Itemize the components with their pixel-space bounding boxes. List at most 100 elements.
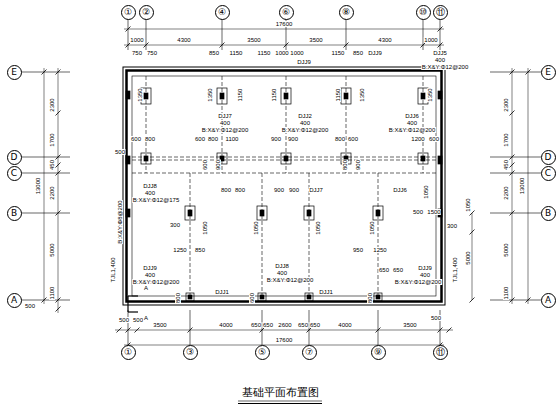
axis-number: ⑥ bbox=[282, 8, 290, 17]
dimension-text: 17600 bbox=[275, 337, 293, 343]
axis-number: E bbox=[545, 68, 551, 77]
dimension-text: 1150 bbox=[257, 50, 271, 56]
axis-number: ② bbox=[142, 8, 150, 17]
footing-shape bbox=[344, 93, 348, 99]
dimension-text: 900 bbox=[273, 187, 284, 193]
footing-shape bbox=[421, 93, 425, 99]
dimension-text: 900 bbox=[215, 159, 221, 170]
dimension-text: 650 bbox=[250, 322, 261, 328]
title-underline bbox=[238, 401, 322, 404]
axis-number: ⑨ bbox=[374, 348, 382, 357]
dimension-text: 1000 bbox=[290, 50, 304, 56]
dimension-text: 1100 bbox=[49, 286, 55, 300]
axis-number: ⑤ bbox=[258, 348, 266, 357]
axis-number: C bbox=[11, 169, 17, 178]
dimension-text: 600 bbox=[347, 136, 358, 142]
dimension-text: 1350 bbox=[207, 88, 213, 102]
dimension-text: 900 bbox=[288, 187, 299, 193]
axis-bubble: ① bbox=[121, 5, 136, 20]
stroke bbox=[510, 298, 515, 303]
footing-label: DJJ2 bbox=[298, 113, 313, 119]
axis-number: C bbox=[545, 169, 551, 178]
section-mark-label: A bbox=[143, 315, 148, 321]
footing-shape bbox=[304, 206, 314, 220]
axis-number: ⑦ bbox=[305, 348, 313, 357]
dimension-text: 500 bbox=[132, 317, 143, 323]
dimension-text: 850 bbox=[208, 50, 219, 56]
dimension-text: 600 bbox=[202, 159, 208, 170]
rebar-note: B:X&Y:Φ12@200 bbox=[388, 127, 436, 133]
axis-bubble: E bbox=[7, 65, 22, 80]
dimension-text: 800 bbox=[144, 136, 155, 142]
stroke bbox=[56, 163, 61, 168]
axis-number: ⑪ bbox=[436, 348, 445, 357]
dimension-text: 5000 bbox=[503, 243, 509, 257]
rebar-note: B:X&Y:Φ12@200 bbox=[421, 64, 469, 70]
axis-bubble: A bbox=[541, 293, 556, 308]
footing-shape bbox=[144, 93, 148, 99]
axis-bubble: ⑩ bbox=[416, 5, 431, 20]
dimension-text: 650 bbox=[392, 267, 403, 273]
footing-shape bbox=[281, 88, 291, 104]
dimension-text: 1050 bbox=[315, 221, 321, 235]
axis-bubble: ⑪ bbox=[433, 5, 448, 20]
axis-bubble: ② bbox=[139, 5, 154, 20]
dimension-text: 400 bbox=[219, 120, 230, 126]
dimension-text: 1200 bbox=[411, 136, 425, 142]
dimension-text: 900 bbox=[287, 136, 298, 142]
rebar-note: B:X&Y:Φ8@200 bbox=[117, 200, 123, 244]
dimension-text: 1250 bbox=[373, 247, 387, 253]
dimension-text: 3500 bbox=[153, 322, 167, 328]
footing-shape bbox=[373, 206, 383, 220]
axis-bubble: ⑨ bbox=[371, 345, 386, 360]
section-mark-label: A bbox=[143, 285, 148, 291]
footing-shape bbox=[220, 93, 224, 99]
stroke bbox=[470, 298, 475, 303]
stroke bbox=[144, 43, 149, 48]
footing-shape bbox=[144, 156, 148, 161]
stroke bbox=[56, 307, 61, 312]
footing-label: DJJ9 bbox=[368, 50, 383, 56]
dimension-text: 2600 bbox=[278, 322, 292, 328]
stroke bbox=[307, 328, 312, 333]
tie-beams bbox=[132, 76, 436, 296]
axis-number: ① bbox=[124, 348, 132, 357]
dimension-text: 900 bbox=[270, 136, 281, 142]
axis-number: A bbox=[11, 296, 17, 305]
axis-bubble: ⑦ bbox=[302, 345, 317, 360]
stroke bbox=[42, 298, 47, 303]
dimension-ticks bbox=[42, 27, 531, 348]
dimension-text: 650 bbox=[378, 267, 389, 273]
axis-bubble: E bbox=[541, 65, 556, 80]
footing-shape bbox=[376, 295, 380, 299]
stroke bbox=[510, 211, 515, 216]
dimension-text: 1050 bbox=[253, 221, 259, 235]
dimension-text: 450 bbox=[49, 159, 55, 170]
dimension-text: 400 bbox=[144, 190, 155, 196]
dimension-text: 1350 bbox=[137, 88, 143, 102]
dimension-text: 450 bbox=[503, 159, 509, 170]
footing-label: TJL1,400 bbox=[452, 257, 458, 283]
dimension-text: 4300 bbox=[177, 37, 191, 43]
dimension-text: 500 bbox=[24, 303, 35, 309]
dimension-text: 2300 bbox=[49, 98, 55, 112]
stroke bbox=[42, 70, 47, 75]
dimension-text: 500 bbox=[118, 317, 129, 323]
dimension-text: 1100 bbox=[503, 286, 509, 300]
stroke bbox=[447, 328, 452, 333]
axis-number: ① bbox=[124, 8, 132, 17]
axis-bubble: D bbox=[7, 150, 22, 165]
footing-label: TJL1,400 bbox=[110, 257, 116, 283]
footing-label: DJJ5 bbox=[433, 50, 448, 56]
dimension-text: 1350 bbox=[359, 88, 365, 102]
dimension-text: 650 bbox=[297, 322, 308, 328]
dimension-text: 300 bbox=[169, 222, 180, 228]
dimension-text: 1700 bbox=[49, 133, 55, 147]
dimension-text: 500 bbox=[430, 315, 441, 321]
stroke bbox=[470, 230, 475, 235]
dimension-text: 800 bbox=[234, 187, 245, 193]
stroke bbox=[510, 70, 515, 75]
stroke bbox=[260, 328, 265, 333]
axis-number: B bbox=[545, 209, 551, 218]
footing-shape bbox=[284, 93, 288, 99]
